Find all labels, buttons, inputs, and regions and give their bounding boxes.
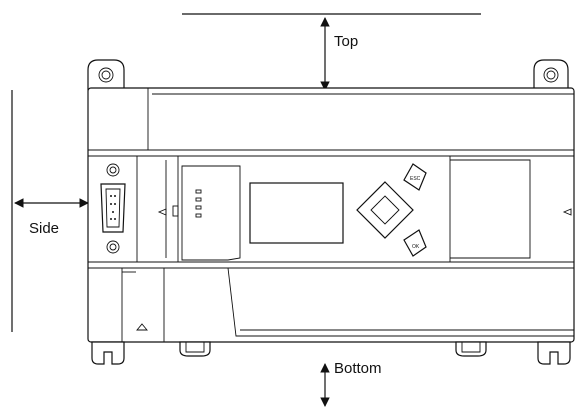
bottom-triangle [136,323,148,331]
mounting-foot-bottom-left [91,341,125,365]
top-label: Top [334,33,358,50]
down-arrow-icon [377,216,393,225]
mounting-foot-bottom-mid-right [455,341,487,357]
navigation-keypad [356,181,414,239]
esc-button: ESC [403,163,427,191]
left-door-triangle [157,208,167,216]
terminal-cover-left [121,267,165,342]
status-led-panel [181,165,241,261]
right-door-triangle [562,208,572,216]
bottom-cover [227,267,574,337]
left-arrow-icon [370,202,379,218]
svg-text:ESC: ESC [410,176,421,182]
lcd-display [249,182,344,244]
serial-port [100,163,126,254]
up-arrow-icon [377,195,393,204]
side-label: Side [29,220,59,237]
mounting-foot-bottom-mid-left [179,341,211,357]
ok-button: OK [403,229,427,257]
svg-text:OK: OK [412,244,420,250]
right-arrow-icon [391,202,400,218]
mounting-tab-top-left [87,59,125,91]
bottom-label: Bottom [334,360,382,377]
mounting-tab-top-right [533,59,569,91]
mounting-foot-bottom-right [537,341,571,365]
